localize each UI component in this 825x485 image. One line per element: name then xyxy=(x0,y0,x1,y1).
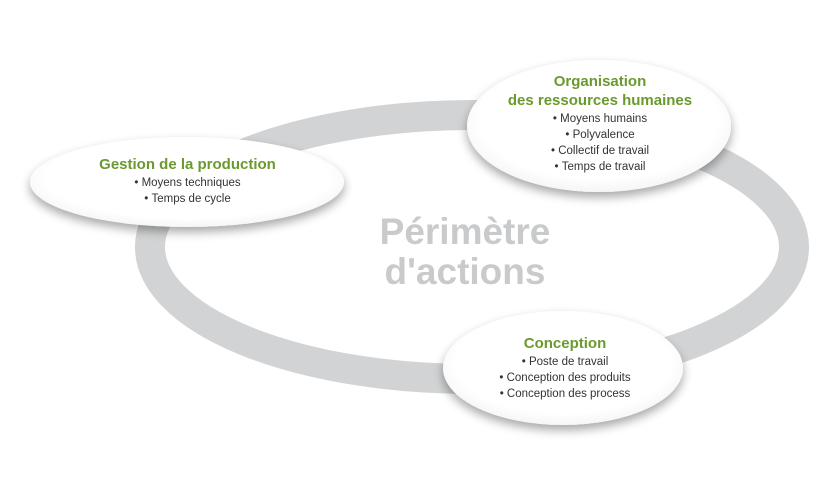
list-item: Polyvalence xyxy=(470,127,730,143)
list-item: Conception des produits xyxy=(450,370,680,386)
production-list: Moyens techniques Temps de cycle xyxy=(45,175,330,207)
center-title: Périmètre d'actions xyxy=(300,212,630,292)
production-title: Gestion de la production xyxy=(99,156,276,173)
conception-list: Poste de travail Conception des produits… xyxy=(450,354,680,402)
list-item: Moyens techniques xyxy=(45,175,330,191)
list-item: Conception des process xyxy=(450,386,680,402)
conception-node: Conception Poste de travail Conception d… xyxy=(450,334,680,402)
list-item: Temps de travail xyxy=(470,159,730,175)
rh-node: Organisation des ressources humaines Moy… xyxy=(470,72,730,175)
rh-title-line2: des ressources humaines xyxy=(507,92,693,109)
rh-title-line1: Organisation xyxy=(553,73,647,90)
rh-list: Moyens humains Polyvalence Collectif de … xyxy=(470,111,730,175)
list-item: Collectif de travail xyxy=(470,143,730,159)
conception-title: Conception xyxy=(523,335,607,352)
list-item: Moyens humains xyxy=(470,111,730,127)
production-node: Gestion de la production Moyens techniqu… xyxy=(45,155,330,207)
list-item: Temps de cycle xyxy=(45,191,330,207)
center-title-line2: d'actions xyxy=(384,251,546,292)
center-title-line1: Périmètre xyxy=(379,211,551,252)
list-item: Poste de travail xyxy=(450,354,680,370)
